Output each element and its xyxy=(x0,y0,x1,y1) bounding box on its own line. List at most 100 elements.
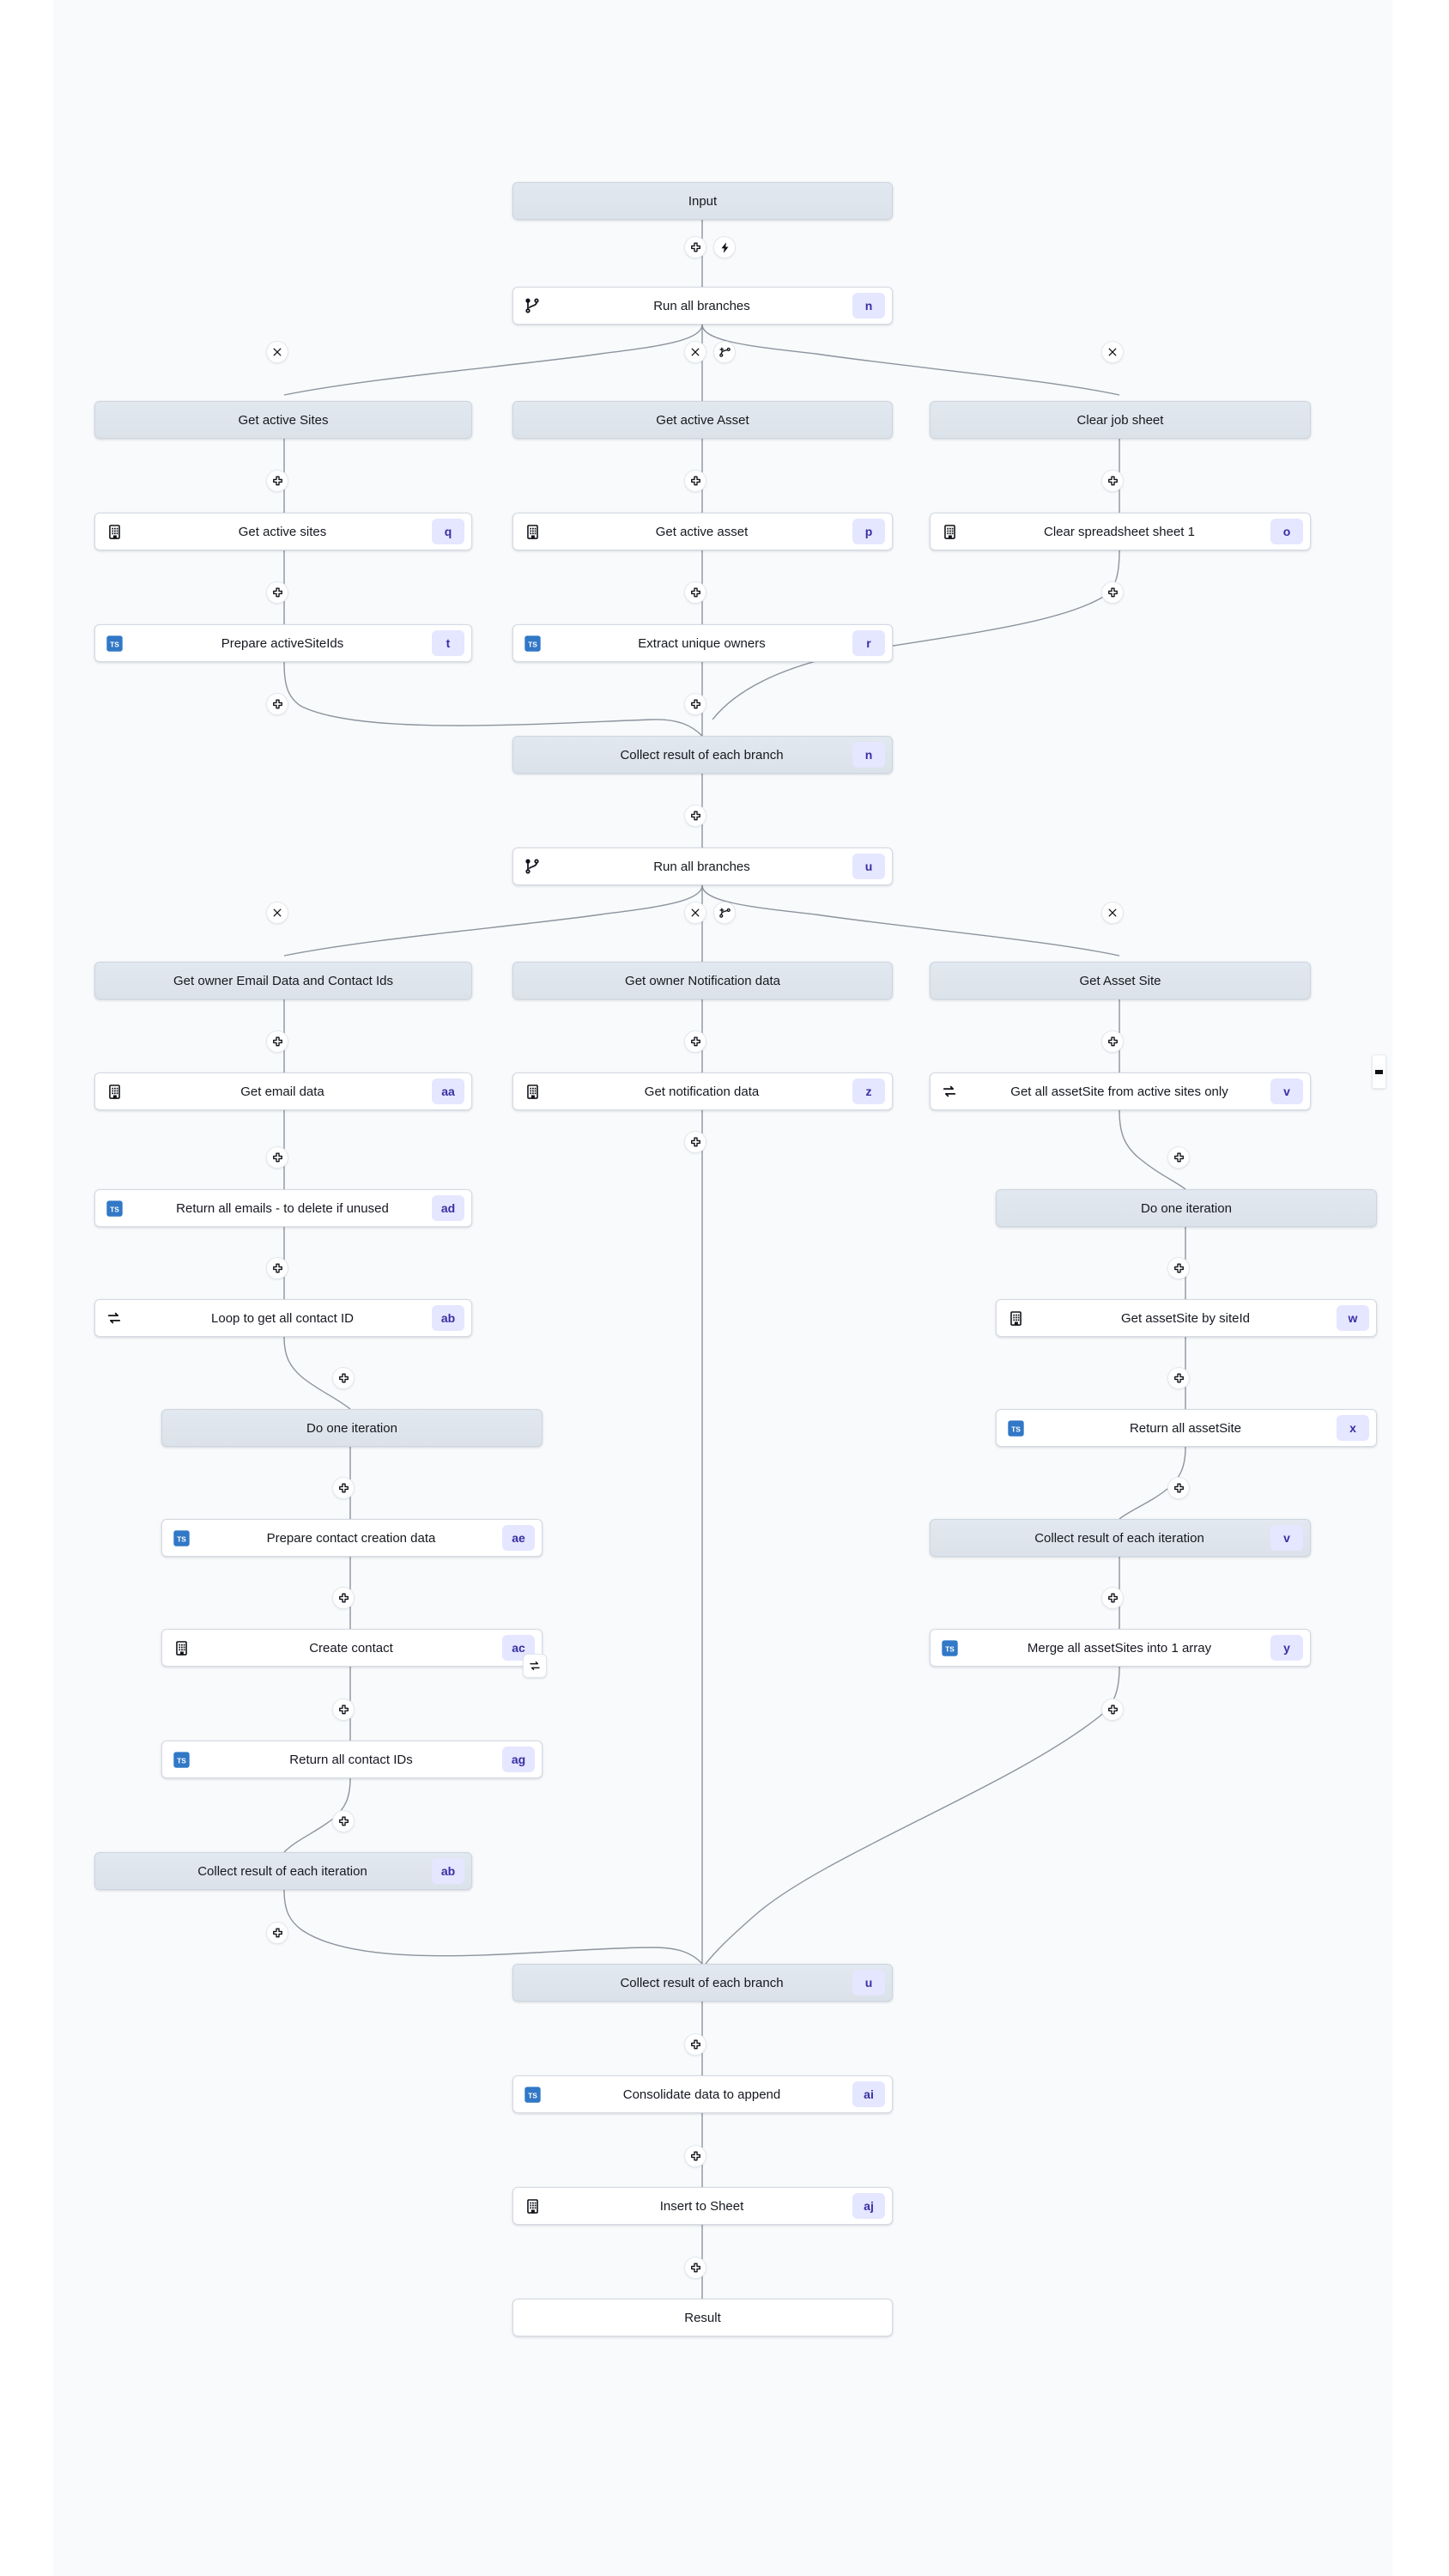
node-badge[interactable]: r xyxy=(852,630,885,656)
node-badge[interactable]: w xyxy=(1337,1305,1369,1331)
node-badge[interactable]: ab xyxy=(432,1305,464,1331)
close-branch-icon[interactable] xyxy=(684,902,706,924)
close-branch-icon[interactable] xyxy=(684,341,706,363)
node-badge[interactable]: ad xyxy=(432,1195,464,1221)
add-node-icon[interactable] xyxy=(684,581,706,604)
add-node-icon[interactable] xyxy=(684,805,706,827)
node-badge[interactable]: t xyxy=(432,630,464,656)
workflow-node-grp_asset[interactable]: Get active Asset xyxy=(512,401,893,439)
close-branch-icon[interactable] xyxy=(1101,341,1124,363)
node-badge[interactable]: x xyxy=(1337,1415,1369,1441)
right-edge-clipped-node[interactable] xyxy=(1372,1054,1386,1089)
workflow-node-input[interactable]: Input xyxy=(512,182,893,220)
workflow-node-grp_assite[interactable]: Get Asset Site xyxy=(930,962,1311,999)
node-badge[interactable]: u xyxy=(852,854,885,879)
node-badge[interactable]: v xyxy=(1270,1078,1303,1104)
close-branch-icon[interactable] xyxy=(266,902,288,924)
add-node-icon[interactable] xyxy=(684,2033,706,2056)
add-node-icon[interactable] xyxy=(1101,470,1124,492)
add-node-icon[interactable] xyxy=(684,1131,706,1153)
node-badge[interactable]: v xyxy=(1270,1525,1303,1551)
add-node-icon[interactable] xyxy=(266,470,288,492)
add-node-icon[interactable] xyxy=(332,1810,355,1832)
trigger-bolt-icon[interactable] xyxy=(713,236,736,258)
add-node-icon[interactable] xyxy=(266,581,288,604)
node-badge[interactable]: aj xyxy=(852,2193,885,2219)
add-branch-icon[interactable] xyxy=(713,902,736,924)
add-node-icon[interactable] xyxy=(1167,1257,1190,1279)
add-node-icon[interactable] xyxy=(332,1367,355,1389)
add-node-icon[interactable] xyxy=(1101,581,1124,604)
workflow-node-ret_emails[interactable]: TS Return all emails - to delete if unus… xyxy=(94,1189,472,1227)
workflow-node-grp_notif[interactable]: Get owner Notification data xyxy=(512,962,893,999)
add-node-icon[interactable] xyxy=(332,1587,355,1609)
workflow-node-do_iter_r[interactable]: Do one iteration xyxy=(996,1189,1377,1227)
add-node-icon[interactable] xyxy=(1167,1477,1190,1499)
node-badge[interactable]: ab xyxy=(432,1858,464,1884)
workflow-node-grp_sites[interactable]: Get active Sites xyxy=(94,401,472,439)
add-node-icon[interactable] xyxy=(332,1698,355,1721)
close-branch-icon[interactable] xyxy=(1101,902,1124,924)
node-badge[interactable]: n xyxy=(852,742,885,768)
add-node-icon[interactable] xyxy=(684,236,706,258)
node-badge[interactable]: ag xyxy=(502,1747,535,1772)
node-badge[interactable]: o xyxy=(1270,519,1303,544)
node-badge[interactable]: u xyxy=(852,1970,885,1996)
add-node-icon[interactable] xyxy=(1101,1698,1124,1721)
node-badge[interactable]: ae xyxy=(502,1525,535,1551)
node-badge[interactable]: n xyxy=(852,293,885,319)
node-badge[interactable]: q xyxy=(432,519,464,544)
workflow-node-grp_email[interactable]: Get owner Email Data and Contact Ids xyxy=(94,962,472,999)
retry-loop-icon[interactable] xyxy=(523,1654,547,1678)
add-node-icon[interactable] xyxy=(1101,1030,1124,1053)
workflow-node-result[interactable]: Result xyxy=(512,2299,893,2336)
workflow-node-grp_clear[interactable]: Clear job sheet xyxy=(930,401,1311,439)
add-node-icon[interactable] xyxy=(684,1030,706,1053)
close-branch-icon[interactable] xyxy=(266,341,288,363)
add-node-icon[interactable] xyxy=(1167,1367,1190,1389)
add-branch-icon[interactable] xyxy=(713,341,736,363)
add-node-icon[interactable] xyxy=(266,1030,288,1053)
add-node-icon[interactable] xyxy=(266,1257,288,1279)
add-node-icon[interactable] xyxy=(684,2145,706,2167)
workflow-node-do_iter_l[interactable]: Do one iteration xyxy=(161,1409,543,1447)
node-badge[interactable]: y xyxy=(1270,1635,1303,1661)
add-node-icon[interactable] xyxy=(266,693,288,715)
add-node-icon[interactable] xyxy=(1167,1146,1190,1169)
add-node-icon[interactable] xyxy=(684,470,706,492)
node-badge[interactable]: ai xyxy=(852,2081,885,2107)
add-node-icon[interactable] xyxy=(266,1146,288,1169)
add-node-icon[interactable] xyxy=(684,2257,706,2279)
workflow-node-get_assite[interactable]: Get all assetSite from active sites only… xyxy=(930,1072,1311,1110)
add-node-icon[interactable] xyxy=(266,1922,288,1944)
add-node-icon[interactable] xyxy=(1101,1587,1124,1609)
node-badge[interactable]: p xyxy=(852,519,885,544)
node-badge[interactable]: z xyxy=(852,1078,885,1104)
add-node-icon[interactable] xyxy=(684,693,706,715)
node-badge[interactable]: aa xyxy=(432,1078,464,1104)
add-node-icon[interactable] xyxy=(332,1477,355,1499)
